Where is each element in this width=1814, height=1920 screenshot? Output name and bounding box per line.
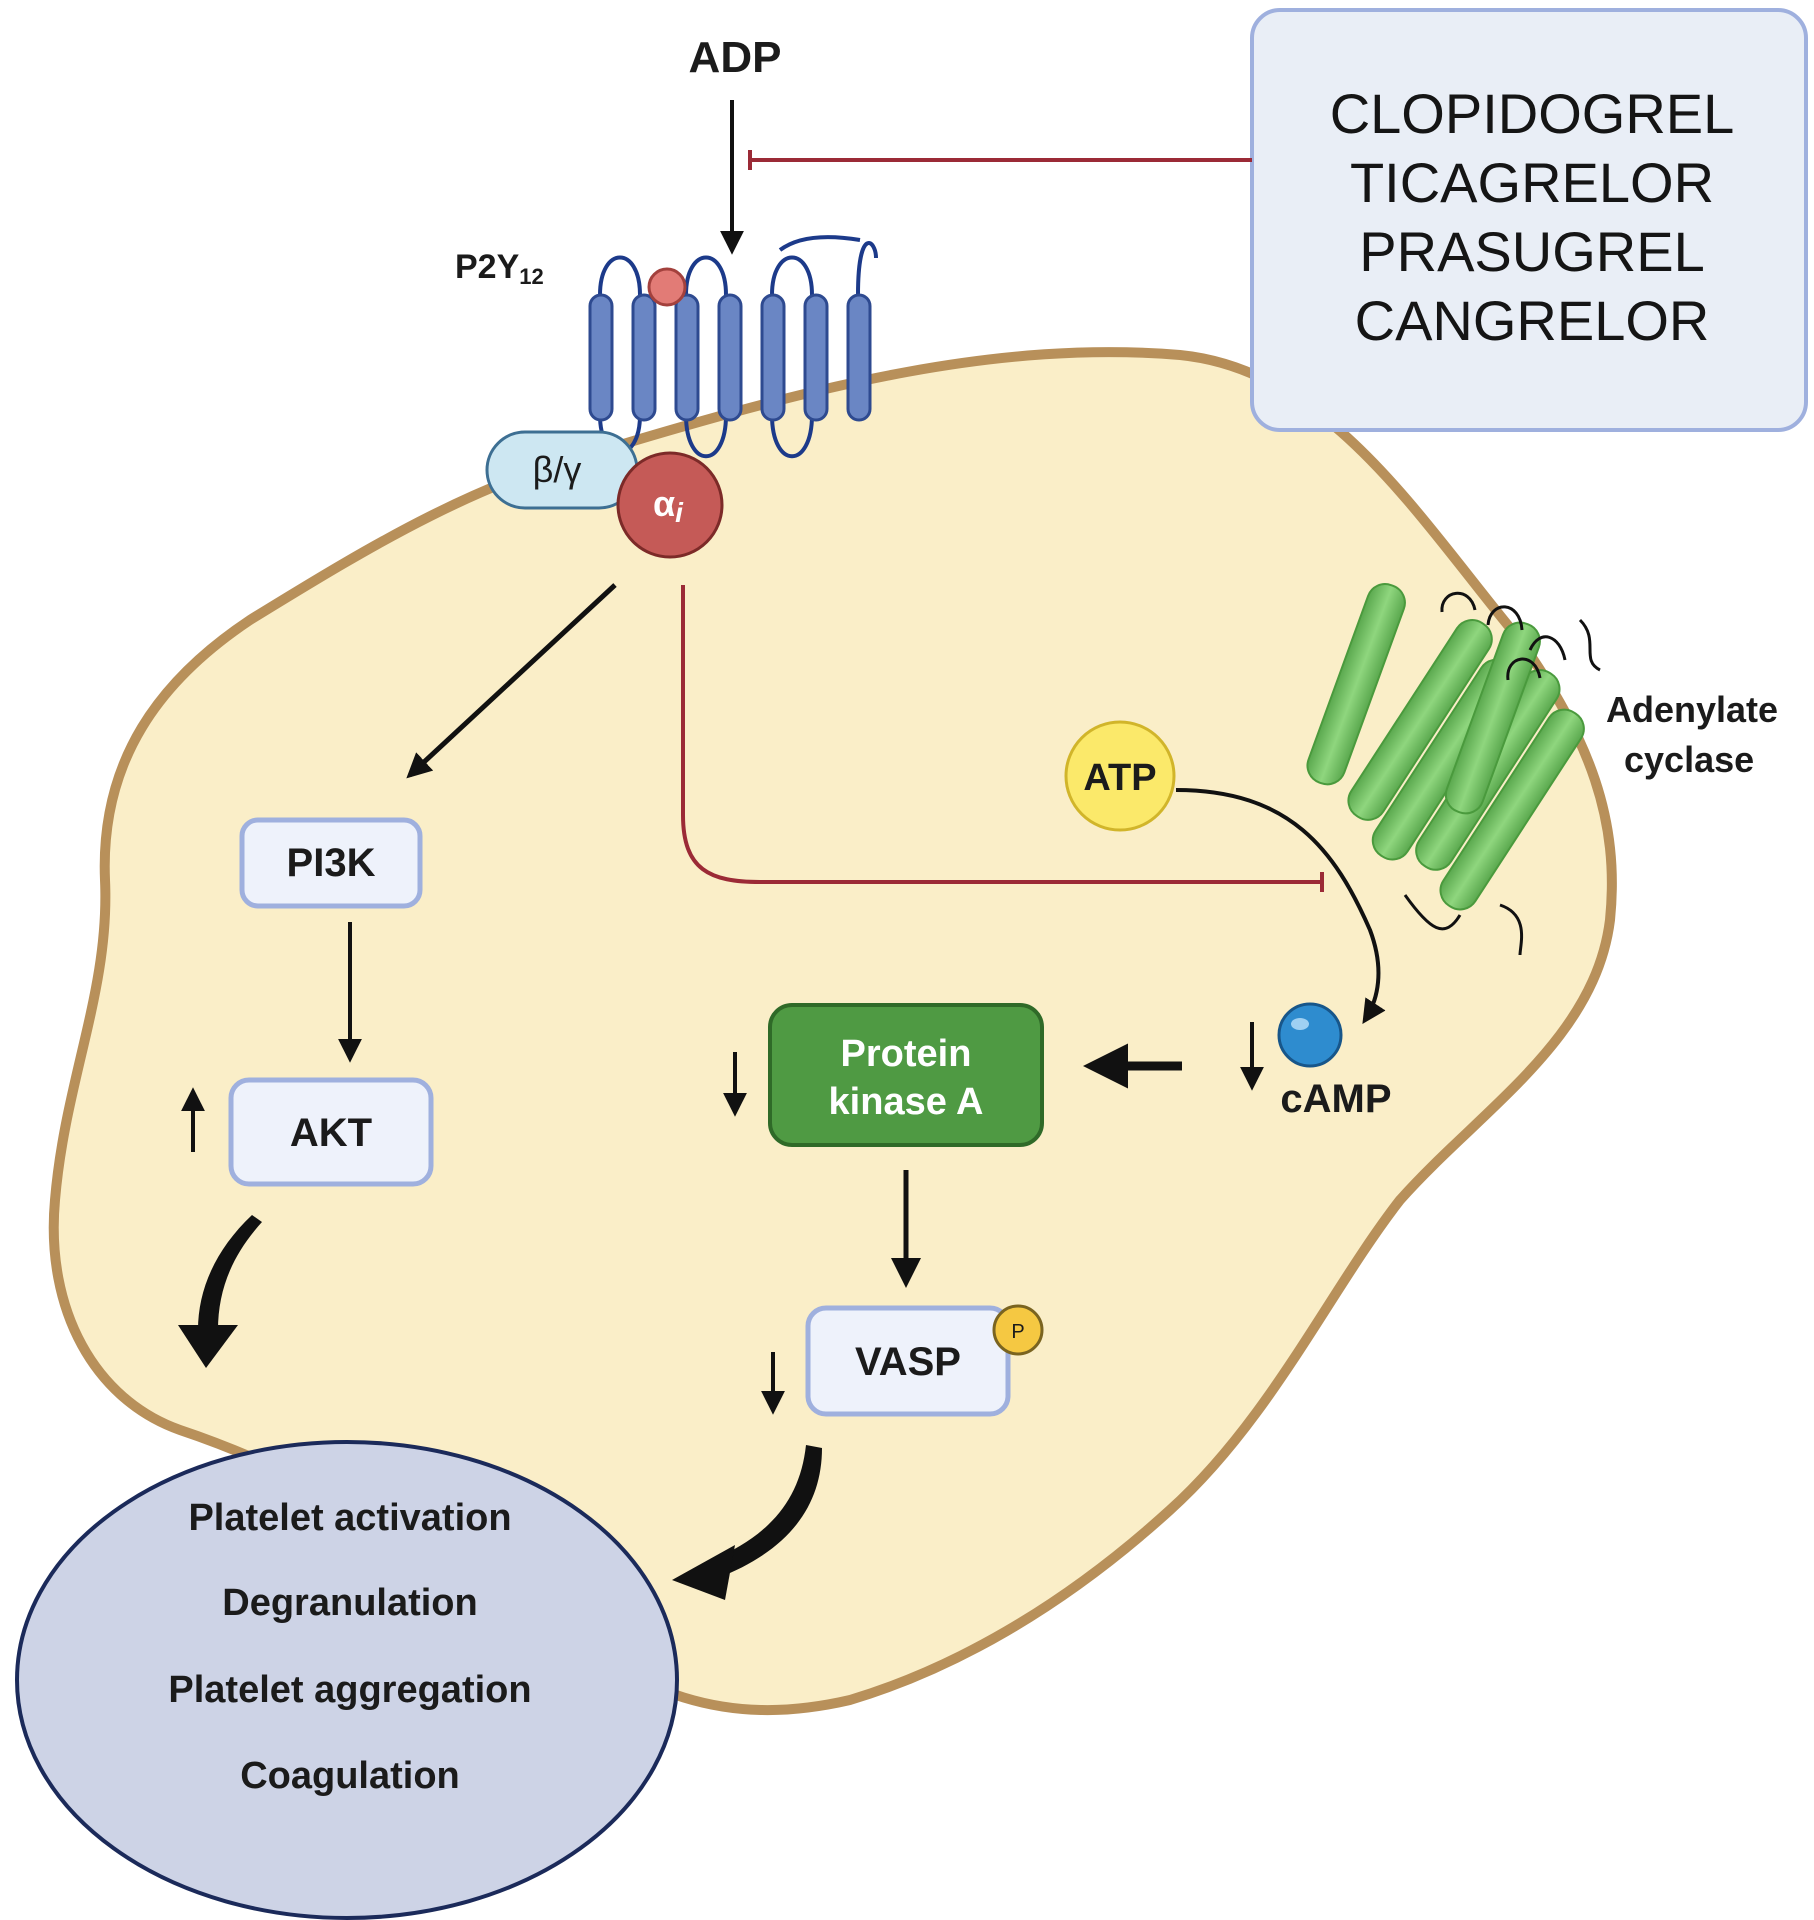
drug-prasugrel: PRASUGREL — [1359, 220, 1704, 283]
g-beta-gamma: β/γ — [485, 430, 639, 510]
akt-label: AKT — [290, 1111, 372, 1155]
outcome-coagulation: Coagulation — [240, 1755, 460, 1797]
adenylate-cyclase-label-line2: cyclase — [1624, 739, 1754, 780]
pi3k-label: PI3K — [287, 841, 376, 885]
atp-node: ATP — [1064, 720, 1176, 832]
phosphate-badge — [992, 1304, 1044, 1356]
pi3k-node: PI3K — [239, 817, 423, 909]
drug-ticagrelor: TICAGRELOR — [1350, 151, 1714, 214]
g-alpha-i: αi — [616, 451, 724, 559]
adp-label: ADP — [689, 33, 782, 82]
outcomes-ellipse: Platelet activation Degranulation Platel… — [15, 1440, 679, 1920]
akt-node: AKT — [228, 1077, 434, 1187]
vasp-node: VASP P — [805, 1304, 1044, 1417]
drug-cangrelor: CANGRELOR — [1355, 289, 1710, 352]
galpha-to-pi3k-arrow — [406, 583, 617, 779]
pka-node: Protein kinase A — [768, 1003, 1044, 1147]
outcome-platelet-aggregation: Platelet aggregation — [168, 1669, 531, 1711]
outcome-platelet-activation: Platelet activation — [188, 1497, 511, 1539]
p2y12-label: P2Y12 — [455, 248, 544, 289]
akt-to-outcomes-arrow — [198, 1215, 262, 1330]
g-alpha-i-label: αi — [653, 483, 684, 528]
pka-label-line2: kinase A — [829, 1081, 984, 1123]
p2y12-receptor — [588, 235, 878, 459]
camp-node: cAMP — [1277, 1002, 1392, 1121]
g-beta-gamma-label: β/γ — [533, 449, 582, 490]
receptor-binding-site — [647, 267, 687, 307]
outcome-degranulation: Degranulation — [222, 1582, 477, 1624]
drug-box: CLOPIDOGREL TICAGRELOR PRASUGREL CANGREL… — [1250, 8, 1808, 432]
atp-label: ATP — [1083, 757, 1156, 799]
atp-to-camp-arrow — [1175, 788, 1386, 1025]
drug-clopidogrel: CLOPIDOGREL — [1330, 82, 1735, 145]
phosphate-label: P — [1011, 1321, 1024, 1343]
galpha-inhibits-cyclase-line — [681, 585, 1324, 892]
adenylate-cyclase: Adenylate cyclase — [1306, 583, 1778, 956]
vasp-label: VASP — [855, 1340, 961, 1384]
adenylate-cyclase-label-line1: Adenylate — [1606, 689, 1778, 730]
pka-label-line1: Protein — [841, 1033, 972, 1075]
camp-label: cAMP — [1280, 1077, 1391, 1121]
